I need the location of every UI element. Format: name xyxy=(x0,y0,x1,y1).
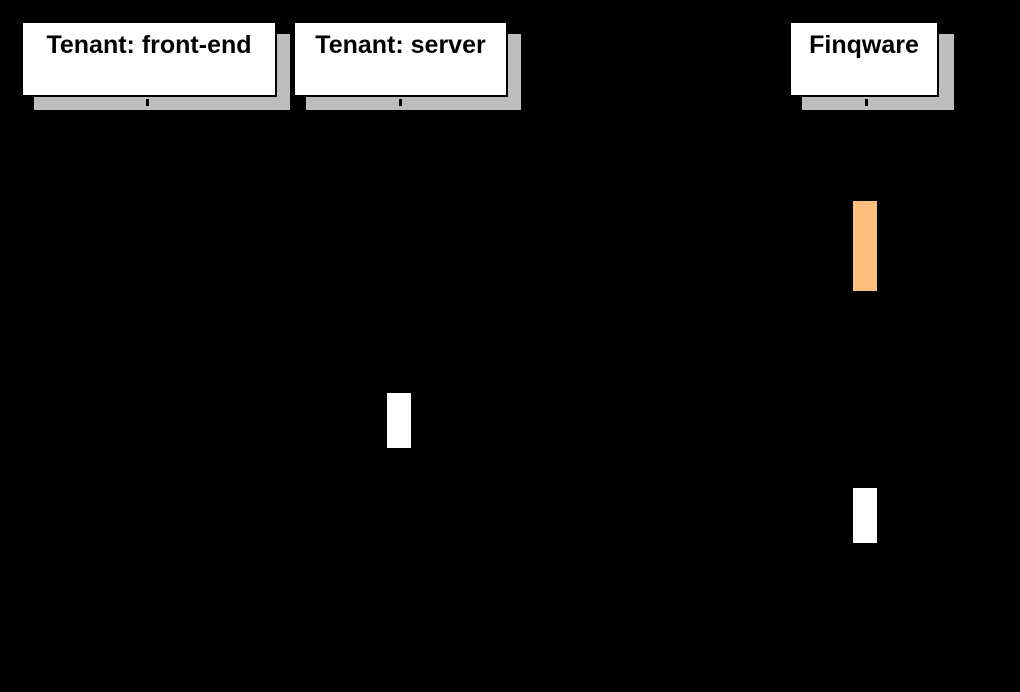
participant-label-server: Tenant: server xyxy=(315,31,486,59)
participant-box-server: Tenant: server xyxy=(293,21,508,97)
activation-bar-finqware-orange xyxy=(853,201,877,291)
activation-bar-finqware-white xyxy=(853,488,877,543)
lifeline-dash-finqware xyxy=(865,99,868,106)
participant-label-front-end: Tenant: front-end xyxy=(46,31,252,59)
participant-box-front-end: Tenant: front-end xyxy=(21,21,277,97)
activation-bar-server xyxy=(387,393,411,448)
participant-box-finqware: Finqware xyxy=(789,21,939,97)
participant-label-finqware: Finqware xyxy=(809,31,919,59)
lifeline-dash-front-end xyxy=(146,99,149,106)
lifeline-dash-server xyxy=(399,99,402,106)
